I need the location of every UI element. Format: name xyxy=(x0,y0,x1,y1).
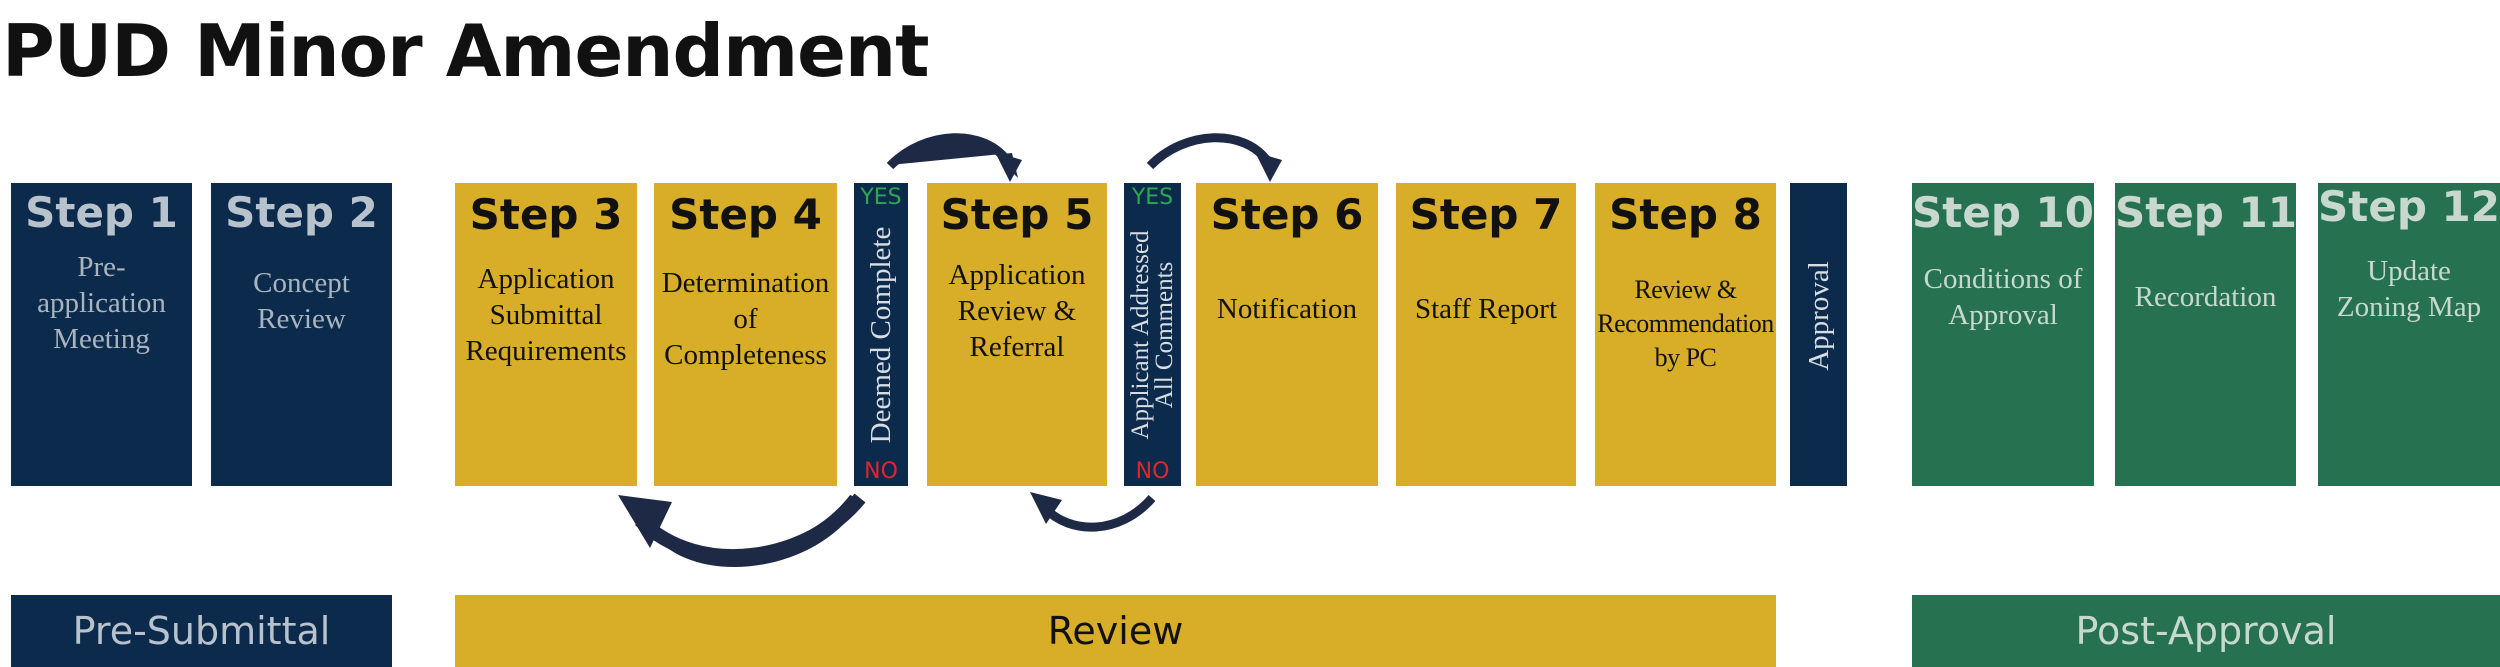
step-10-description: Conditions of Approval xyxy=(1923,263,2083,331)
step-10-box[interactable]: Step 10 Conditions of Approval xyxy=(1912,183,2094,486)
step-2-heading: Step 2 xyxy=(225,188,378,237)
step-5-box[interactable]: Step 5 Application Review & Referral xyxy=(927,183,1107,486)
step-1-description: Pre-application Meeting xyxy=(37,251,166,355)
step-11-description: Recordation xyxy=(2134,281,2277,313)
step-4-heading: Step 4 xyxy=(669,190,822,239)
step-5-description: Application Review & Referral xyxy=(948,259,1086,363)
yes-arrow-1-shaft xyxy=(886,133,1012,170)
step-8-description: Review & Recommendation by PC xyxy=(1597,275,1774,372)
yes-arrow-2-shaft xyxy=(1146,133,1272,170)
no-arrow-1-head xyxy=(618,495,672,548)
step-8-box[interactable]: Step 8 Review & Recommendation by PC xyxy=(1595,183,1776,486)
step-2-box[interactable]: Step 2 Concept Review xyxy=(211,183,392,486)
step-6-description: Notification xyxy=(1216,293,1358,325)
phase-review: Review xyxy=(455,595,1776,667)
decision-no-label: NO xyxy=(864,459,898,484)
step-6-box[interactable]: Step 6 Notification xyxy=(1196,183,1378,486)
decision-applicant-addressed: YES Applicant Addressed All Comments NO xyxy=(1124,183,1181,486)
step-11-box[interactable]: Step 11 Recordation xyxy=(2115,183,2297,486)
yes-arrow-1-head xyxy=(995,152,1022,182)
approval-box: Approval xyxy=(1790,183,1847,486)
step-10-heading: Step 10 xyxy=(1912,188,2094,237)
phase-pre-submittal: Pre-Submittal xyxy=(11,595,392,667)
yes-arrow-2-head xyxy=(1255,152,1282,182)
step-3-description: Application Submittal Requirements xyxy=(465,263,627,367)
step-7-heading: Step 7 xyxy=(1409,190,1563,239)
step-6-heading: Step 6 xyxy=(1210,190,1364,239)
no-arrow-1-body xyxy=(650,495,862,568)
step-7-box[interactable]: Step 7 Staff Report xyxy=(1396,183,1576,486)
decision-deemed-complete: YES Deemed Complete NO xyxy=(854,183,908,486)
step-1-box[interactable]: Step 1 Pre-application Meeting xyxy=(11,183,192,486)
step-3-heading: Step 3 xyxy=(469,190,623,239)
step-5-heading: Step 5 xyxy=(940,190,1094,239)
decision-yes-label: YES xyxy=(1131,185,1174,210)
step-4-box[interactable]: Step 4 Determination of Completeness xyxy=(654,183,837,486)
step-12-box[interactable]: Step 12 Update Zoning Map xyxy=(2318,183,2500,486)
step-12-heading: Step 12 xyxy=(2318,182,2500,231)
step-3-box[interactable]: Step 3 Application Submittal Requirement… xyxy=(455,183,637,486)
page-title: PUD Minor Amendment xyxy=(2,9,930,93)
step-12-description: Update Zoning Map xyxy=(2336,255,2482,323)
step-8-heading: Step 8 xyxy=(1609,190,1762,239)
no-arrow-2-shaft xyxy=(1041,494,1156,532)
step-7-description: Staff Report xyxy=(1414,293,1558,325)
no-arrow-2-head xyxy=(1030,492,1062,524)
step-11-heading: Step 11 xyxy=(2115,188,2297,237)
phase-post-approval: Post-Approval xyxy=(1912,595,2500,667)
step-1-heading: Step 1 xyxy=(25,188,178,237)
decision-no-label: NO xyxy=(1135,459,1170,484)
decision-yes-label: YES xyxy=(860,185,902,210)
yes-arrow-1 xyxy=(890,140,1018,178)
step-4-description: Determination of Completeness xyxy=(661,267,830,371)
step-2-description: Concept Review xyxy=(253,267,350,335)
